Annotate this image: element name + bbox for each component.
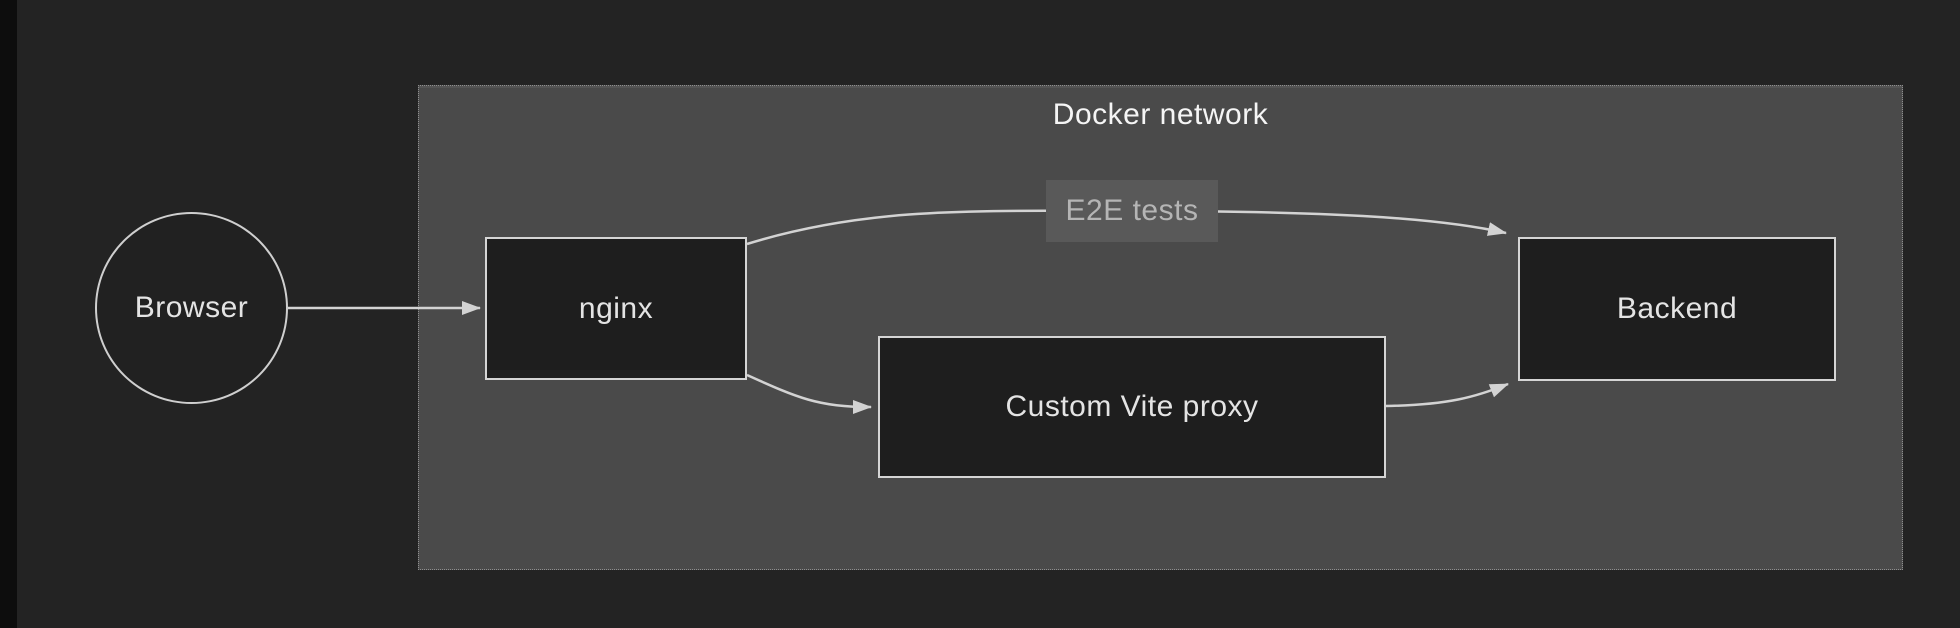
window-edge-strip (0, 0, 17, 628)
node-browser: Browser (95, 212, 288, 404)
node-backend-label: Backend (1616, 292, 1738, 325)
node-custom-vite-proxy-label: Custom Vite proxy (1005, 390, 1259, 423)
edge-label-e2e-tests-text: E2E tests (1065, 194, 1199, 227)
node-custom-vite-proxy: Custom Vite proxy (878, 336, 1386, 478)
edge-proxy-to-backend (1384, 382, 1509, 408)
edge-nginx-to-proxy (746, 373, 872, 414)
node-backend: Backend (1518, 237, 1836, 381)
edge-label-e2e-tests: E2E tests (1046, 180, 1218, 242)
node-browser-label: Browser (134, 291, 249, 324)
node-nginx-label: nginx (578, 291, 654, 325)
node-nginx: nginx (485, 237, 747, 380)
cluster-title: Docker network (1052, 98, 1269, 131)
